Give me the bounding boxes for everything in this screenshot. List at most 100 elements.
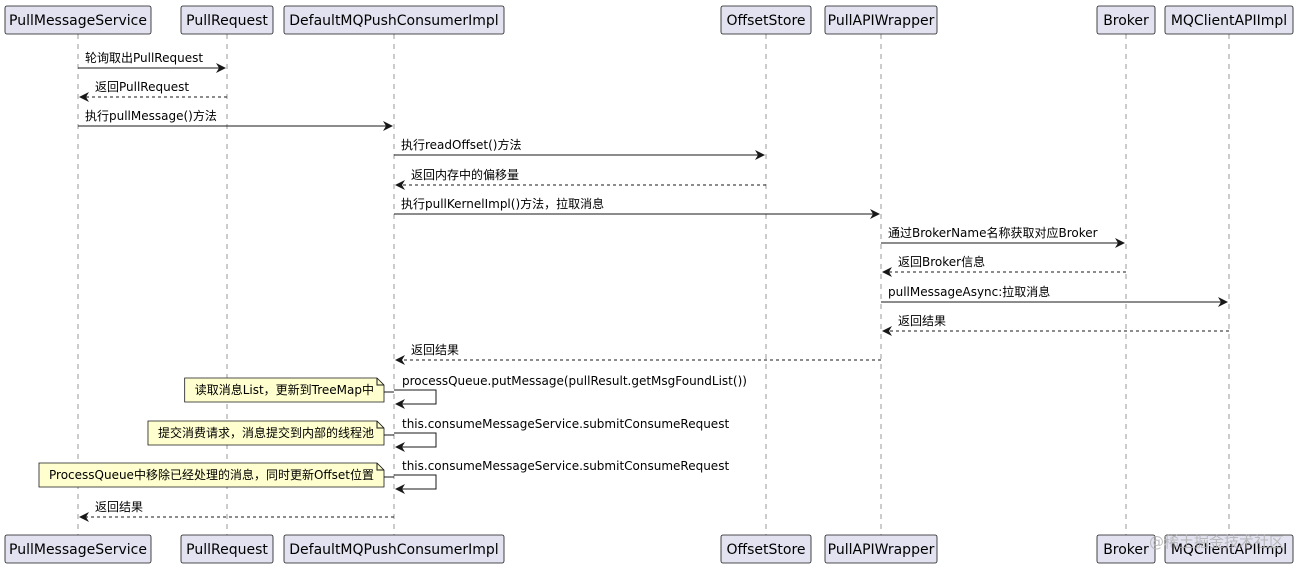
note-box (147, 420, 385, 446)
participant-label: PullMessageService (9, 13, 147, 29)
arrow-head (882, 326, 892, 336)
message-label: 返回结果 (411, 343, 459, 357)
note-text: ProcessQueue中移除已经处理的消息，同时更新Offset位置 (49, 467, 374, 482)
message-label: 返回Broker信息 (898, 254, 985, 269)
message-label: this.consumeMessageService.submitConsume… (402, 417, 729, 431)
message-line (394, 474, 437, 490)
participant-mqc-bottom[interactable]: MQClientAPIImpl (1164, 534, 1294, 564)
participants-bottom: PullMessageService PullRequest DefaultMQPu… (4, 534, 1294, 564)
message-label: 执行pullKernelImpl()方法，拉取消息 (401, 196, 604, 211)
message-8: 返回Broker信息 (882, 254, 1126, 277)
arrow-head (395, 399, 405, 409)
participant-box (4, 534, 152, 564)
participant-pr-bottom[interactable]: PullRequest (180, 534, 274, 564)
message-7: 通过BrokerName名称获取对应Broker (881, 225, 1125, 248)
participant-pms-top[interactable]: PullMessageService (4, 5, 152, 35)
message-5: 返回内存中的偏移量 (395, 167, 766, 190)
arrow-head (1218, 297, 1228, 307)
participant-label: PullAPIWrapper (828, 13, 935, 29)
participant-box (720, 5, 812, 35)
arrow-head (395, 484, 405, 494)
participant-label: OffsetStore (726, 13, 805, 29)
participant-box (1096, 5, 1156, 35)
note-text: 读取消息List，更新到TreeMap中 (195, 382, 374, 397)
participant-box (283, 534, 505, 564)
arrow-head (755, 150, 765, 160)
message-13: this.consumeMessageService.submitConsume… (147, 417, 729, 452)
participant-box (180, 534, 274, 564)
note-fold (376, 463, 384, 471)
arrow-head (79, 512, 89, 522)
watermark: @稀土掘金技术社区 (1149, 533, 1284, 551)
message-label: 执行pullMessage()方法 (85, 108, 217, 123)
participant-box (4, 5, 152, 35)
participant-label: OffsetStore (726, 542, 805, 558)
message-label: 通过BrokerName名称获取对应Broker (888, 225, 1098, 240)
participant-label: Broker (1103, 13, 1149, 29)
message-label: this.consumeMessageService.submitConsume… (402, 459, 729, 473)
participant-paw-top[interactable]: PullAPIWrapper (824, 5, 938, 35)
participant-broker-bottom[interactable]: Broker (1096, 534, 1156, 564)
note-box (184, 377, 385, 403)
message-12: processQueue.putMessage(pullResult.getMs… (184, 374, 747, 409)
participant-paw-bottom[interactable]: PullAPIWrapper (824, 534, 938, 564)
participant-label: DefaultMQPushConsumerImpl (289, 542, 498, 558)
participant-os-bottom[interactable]: OffsetStore (720, 534, 812, 564)
note-text: 提交消费请求，消息提交到内部的线程池 (158, 425, 374, 440)
participant-box (1096, 534, 1156, 564)
participant-box (1164, 5, 1294, 35)
message-1: 轮询取出PullRequest (78, 51, 226, 73)
arrow-head (395, 355, 405, 365)
note-box (38, 462, 385, 488)
message-3: 执行pullMessage()方法 (78, 108, 393, 131)
participant-box (283, 5, 505, 35)
message-11: 返回结果 (395, 343, 881, 365)
message-14: this.consumeMessageService.submitConsume… (38, 459, 729, 494)
message-label: 执行readOffset()方法 (401, 137, 521, 152)
participant-label: PullRequest (186, 13, 268, 29)
message-label: 返回PullRequest (95, 80, 189, 94)
participant-os-top[interactable]: OffsetStore (720, 5, 812, 35)
message-label: 返回结果 (95, 500, 143, 514)
participant-label: MQClientAPIImpl (1171, 13, 1287, 29)
message-line (394, 432, 437, 448)
message-10: 返回结果 (882, 314, 1229, 336)
message-label: 返回内存中的偏移量 (411, 167, 519, 182)
messages: 轮询取出PullRequest 返回PullRequest 执行pullMessag… (38, 51, 1229, 522)
participant-box (824, 534, 938, 564)
arrow-head (1115, 238, 1125, 248)
participant-pr-top[interactable]: PullRequest (180, 5, 274, 35)
message-label: 返回结果 (898, 314, 946, 328)
participant-pms-bottom[interactable]: PullMessageService (4, 534, 152, 564)
message-2: 返回PullRequest (79, 80, 227, 102)
participant-label: PullMessageService (9, 542, 147, 558)
note: 读取消息List，更新到TreeMap中 (184, 377, 394, 403)
participant-label: MQClientAPIImpl (1171, 542, 1287, 558)
participant-label: Broker (1103, 542, 1149, 558)
participant-mqc-top[interactable]: MQClientAPIImpl (1164, 5, 1294, 35)
participant-label: DefaultMQPushConsumerImpl (289, 13, 498, 29)
participant-box (824, 5, 938, 35)
participant-label: PullRequest (186, 542, 268, 558)
participant-dmq-bottom[interactable]: DefaultMQPushConsumerImpl (283, 534, 505, 564)
arrow-head (395, 442, 405, 452)
lifelines (77, 34, 1230, 535)
arrow-head (870, 209, 880, 219)
message-9: pullMessageAsync:拉取消息 (881, 284, 1228, 307)
arrow-head (79, 92, 89, 102)
arrow-head (383, 121, 393, 131)
note: ProcessQueue中移除已经处理的消息，同时更新Offset位置 (38, 462, 394, 488)
participant-broker-top[interactable]: Broker (1096, 5, 1156, 35)
participant-box (720, 534, 812, 564)
arrow-head (882, 267, 892, 277)
arrow-head (216, 63, 226, 73)
arrow-head (395, 180, 405, 190)
note-fold (376, 378, 384, 386)
message-6: 执行pullKernelImpl()方法，拉取消息 (394, 196, 880, 219)
participant-dmq-top[interactable]: DefaultMQPushConsumerImpl (283, 5, 505, 35)
note: 提交消费请求，消息提交到内部的线程池 (147, 420, 394, 446)
participants-top: PullMessageService PullRequest DefaultMQPu… (4, 5, 1294, 35)
message-line (394, 389, 437, 405)
note-fold (376, 421, 384, 429)
